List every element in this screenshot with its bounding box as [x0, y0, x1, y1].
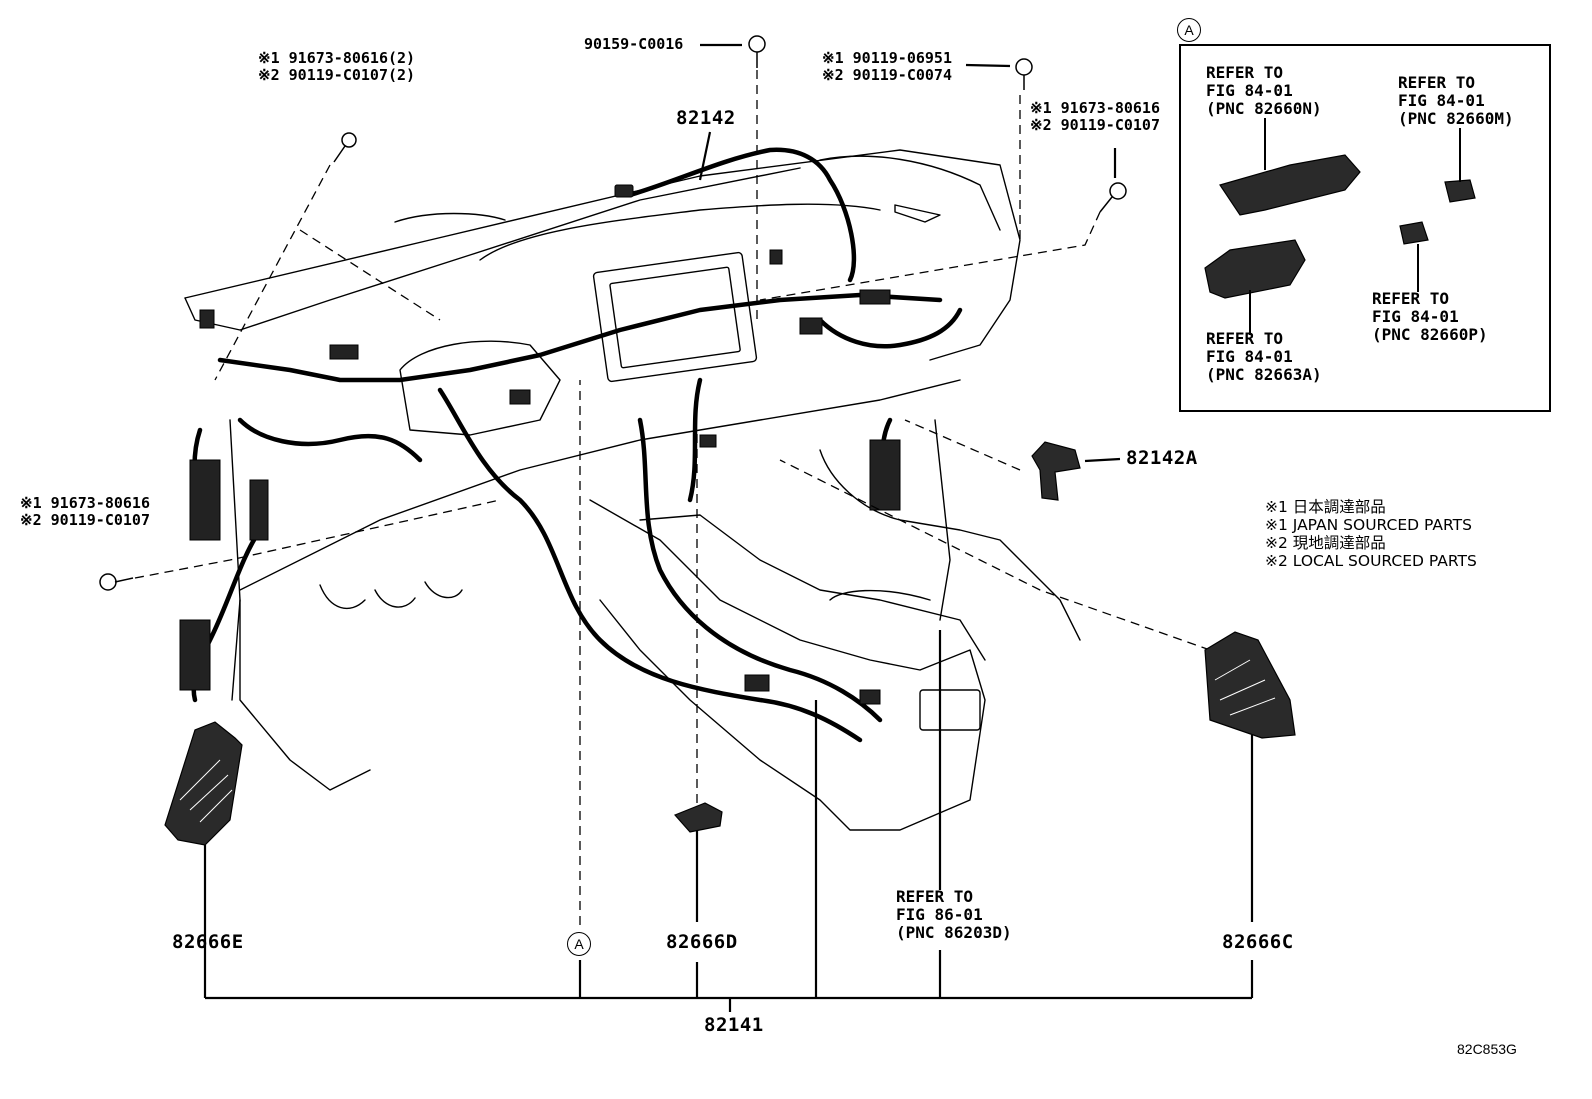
part-number-82141: 82141 [704, 1014, 764, 1036]
inset-ref-82660m: REFER TO FIG 84-01 (PNC 82660M) [1398, 73, 1514, 128]
callout-screw-top-right: ※1 90119-06951 ※2 90119-C0074 [822, 49, 952, 84]
inset-part-82660p [1399, 221, 1429, 245]
inset-part-82663a [1204, 239, 1306, 299]
inset-part-82660m [1444, 179, 1476, 203]
part-number-82666e: 82666E [172, 931, 244, 953]
center-display [592, 251, 758, 383]
center-console [589, 499, 986, 831]
harness-82142 [627, 147, 857, 283]
sourcing-notes: ※1 日本調達部品 ※1 JAPAN SOURCED PARTS ※2 現地調達… [1265, 498, 1477, 570]
wire-harness [191, 147, 963, 743]
callout-bolt-90159: 90159-C0016 [584, 35, 684, 53]
inset-part-82660n [1219, 154, 1361, 216]
module-82666e [164, 721, 243, 846]
module-82666c [1204, 631, 1296, 739]
drawing-code: 82C853G [1457, 1041, 1517, 1057]
meter-hood [399, 340, 561, 436]
screw-fasteners [99, 35, 1127, 591]
dashboard-outline [184, 149, 1021, 361]
inset-ref-82660p: REFER TO FIG 84-01 (PNC 82660P) [1372, 289, 1488, 344]
inset-tag-a: A [1177, 18, 1201, 42]
callout-screw-right: ※1 91673-80616 ※2 90119-C0107 [1030, 99, 1160, 134]
part-number-82142a: 82142A [1126, 447, 1198, 469]
part-number-82666c: 82666C [1222, 931, 1294, 953]
connector-82142a [1031, 441, 1081, 501]
callout-screw-left-top: ※1 91673-80616(2) ※2 90119-C0107(2) [258, 49, 416, 84]
module-82666d [673, 802, 723, 833]
inset-box-a [1179, 44, 1551, 412]
inset-ref-82660n: REFER TO FIG 84-01 (PNC 82660N) [1206, 63, 1322, 118]
refer-fig-86-01: REFER TO FIG 86-01 (PNC 86203D) [896, 887, 1012, 942]
reference-circle-a: A [567, 932, 591, 956]
part-number-82142: 82142 [676, 107, 736, 129]
part-number-82666d: 82666D [666, 931, 738, 953]
callout-screw-left: ※1 91673-80616 ※2 90119-C0107 [20, 494, 150, 529]
inset-ref-82663a: REFER TO FIG 84-01 (PNC 82663A) [1206, 329, 1322, 384]
